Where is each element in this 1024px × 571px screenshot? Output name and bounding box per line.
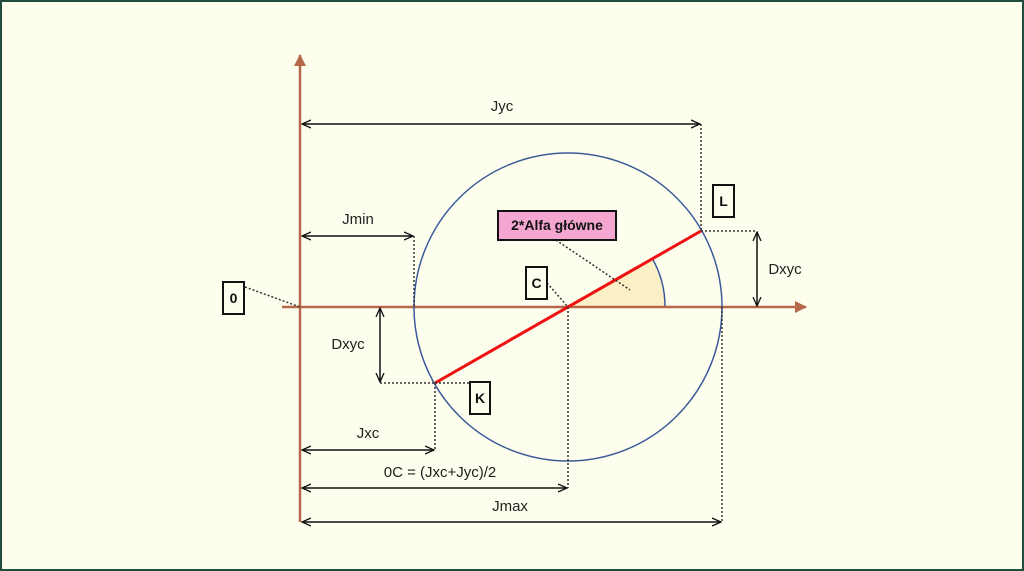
label-oc: 0C = (Jxc+Jyc)/2 <box>384 464 497 481</box>
label-jmax: Jmax <box>492 498 528 515</box>
point-origin: 0 <box>222 281 245 315</box>
label-dxyc-right: Dxyc <box>768 261 802 278</box>
label-jxc: Jxc <box>357 425 380 442</box>
dimension-arrows <box>302 124 757 522</box>
svg-text:C: C <box>531 275 541 291</box>
svg-text:L: L <box>719 193 728 209</box>
point-l: L <box>712 184 735 218</box>
label-jmin: Jmin <box>342 211 374 228</box>
point-k: K <box>469 381 491 415</box>
label-dxyc-left: Dxyc <box>331 336 365 353</box>
guide-lines <box>244 124 757 522</box>
svg-text:2*Alfa główne: 2*Alfa główne <box>511 217 603 233</box>
angle-arc <box>651 257 666 308</box>
svg-text:K: K <box>475 390 485 406</box>
angle-label-box: 2*Alfa główne <box>497 210 617 241</box>
point-c: C <box>525 266 548 300</box>
label-jyc: Jyc <box>491 98 514 115</box>
svg-text:0: 0 <box>230 290 238 306</box>
